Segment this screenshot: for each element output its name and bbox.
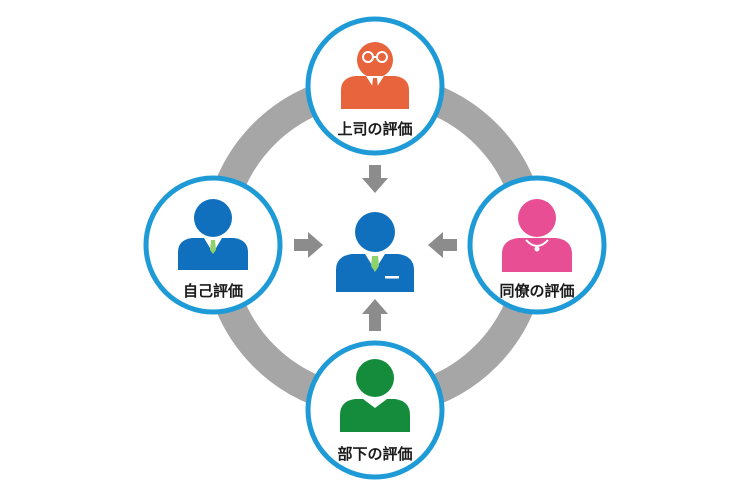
colleague-person-icon — [502, 199, 572, 272]
arrow-from-right — [428, 232, 457, 258]
node-boss: 上司の評価 — [305, 16, 445, 156]
arrow-from-bottom — [362, 299, 388, 331]
node-boss-label: 上司の評価 — [337, 120, 412, 138]
node-self: 自己評価 — [143, 175, 283, 315]
node-subordinate-label: 部下の評価 — [337, 445, 412, 463]
subordinate-person-icon — [340, 359, 410, 432]
self-person-icon — [178, 199, 248, 270]
arrow-from-top — [362, 165, 388, 193]
arrow-from-left — [294, 232, 323, 258]
node-colleague: 同僚の評価 — [467, 175, 607, 315]
center-person-icon — [336, 212, 414, 292]
node-subordinate: 部下の評価 — [305, 340, 445, 480]
boss-person-icon — [341, 42, 409, 109]
node-self-label: 自己評価 — [183, 282, 243, 300]
node-colleague-label: 同僚の評価 — [499, 282, 574, 300]
